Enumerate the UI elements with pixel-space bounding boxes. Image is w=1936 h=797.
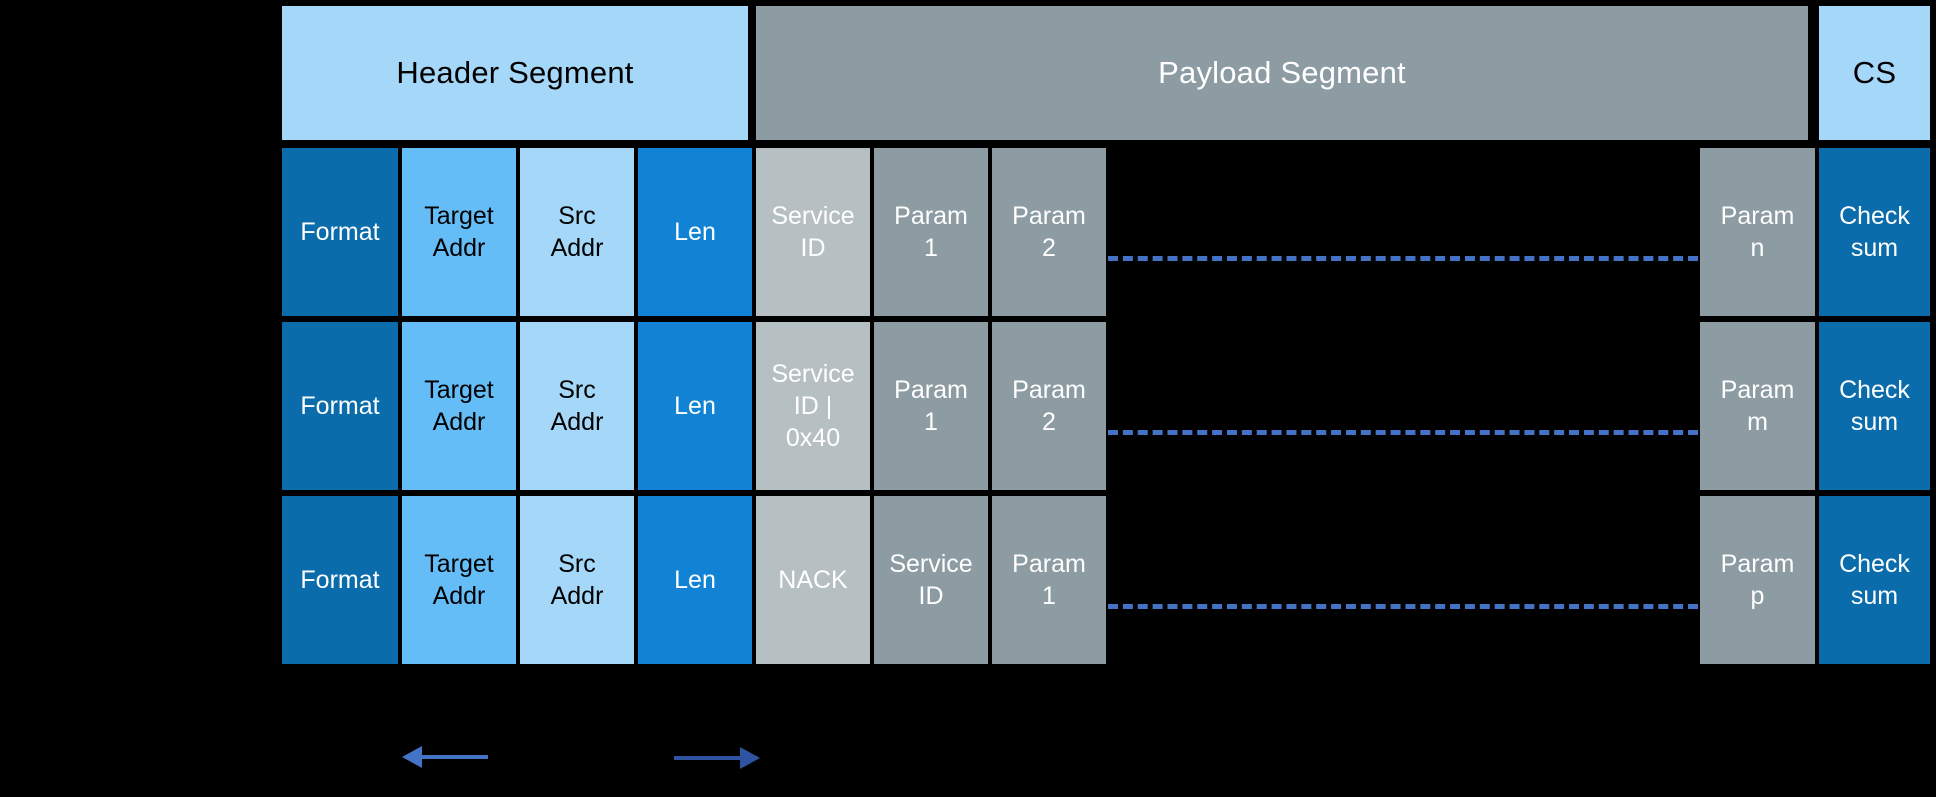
right-arrow-head xyxy=(740,747,760,769)
cell-param-1-row3: Param 1 xyxy=(990,494,1108,666)
left-arrow-head xyxy=(402,746,422,768)
cell-param-2-row2: Param 2 xyxy=(990,320,1108,492)
frame-row-nack: Format Target Addr Src Addr Len NACK Ser… xyxy=(0,494,1936,666)
cell-service-id-row3: Service ID xyxy=(872,494,990,666)
segment-band-checksum: CS xyxy=(1817,4,1932,142)
cell-src-addr-row1: Src Addr xyxy=(518,146,636,318)
dashed-continuation-line-row1 xyxy=(1108,255,1698,261)
frame-row-request: Format Target Addr Src Addr Len Service … xyxy=(0,146,1936,318)
cell-param-m-row2: Param m xyxy=(1698,320,1817,492)
cell-service-id-row2: Service ID | 0x40 xyxy=(754,320,872,492)
cell-format-row1: Format xyxy=(280,146,400,318)
segment-band-header: Header Segment xyxy=(280,4,750,142)
cell-continuation-row2 xyxy=(1108,320,1698,492)
cell-target-addr-row2: Target Addr xyxy=(400,320,518,492)
cell-service-id-row1: Service ID xyxy=(754,146,872,318)
cell-src-addr-row3: Src Addr xyxy=(518,494,636,666)
frame-row-response: Format Target Addr Src Addr Len Service … xyxy=(0,320,1936,492)
cell-param-1-row1: Param 1 xyxy=(872,146,990,318)
cell-nack-row3: NACK xyxy=(754,494,872,666)
cell-param-n-row1: Param n xyxy=(1698,146,1817,318)
cell-len-row3: Len xyxy=(636,494,754,666)
cell-format-row3: Format xyxy=(280,494,400,666)
cell-checksum-row3: Check sum xyxy=(1817,494,1932,666)
left-arrow-shaft xyxy=(422,755,488,759)
cell-param-p-row3: Param p xyxy=(1698,494,1817,666)
right-arrow-shaft xyxy=(674,756,740,760)
cell-continuation-row1 xyxy=(1108,146,1698,318)
segment-band-payload: Payload Segment xyxy=(754,4,1810,142)
segment-band-checksum-label: CS xyxy=(1852,55,1897,90)
right-arrow-icon xyxy=(674,746,760,770)
dashed-continuation-line-row3 xyxy=(1108,603,1698,609)
left-arrow-icon xyxy=(402,745,488,769)
cell-checksum-row1: Check sum xyxy=(1817,146,1932,318)
cell-target-addr-row3: Target Addr xyxy=(400,494,518,666)
cell-len-row2: Len xyxy=(636,320,754,492)
cell-param-2-row1: Param 2 xyxy=(990,146,1108,318)
segment-band-payload-label: Payload Segment xyxy=(1158,55,1406,90)
cell-param-1-row2: Param 1 xyxy=(872,320,990,492)
cell-src-addr-row2: Src Addr xyxy=(518,320,636,492)
dashed-continuation-line-row2 xyxy=(1108,429,1698,435)
cell-target-addr-row1: Target Addr xyxy=(400,146,518,318)
cell-checksum-row2: Check sum xyxy=(1817,320,1932,492)
segment-band-header-label: Header Segment xyxy=(396,55,634,90)
cell-len-row1: Len xyxy=(636,146,754,318)
cell-continuation-row3 xyxy=(1108,494,1698,666)
cell-format-row2: Format xyxy=(280,320,400,492)
